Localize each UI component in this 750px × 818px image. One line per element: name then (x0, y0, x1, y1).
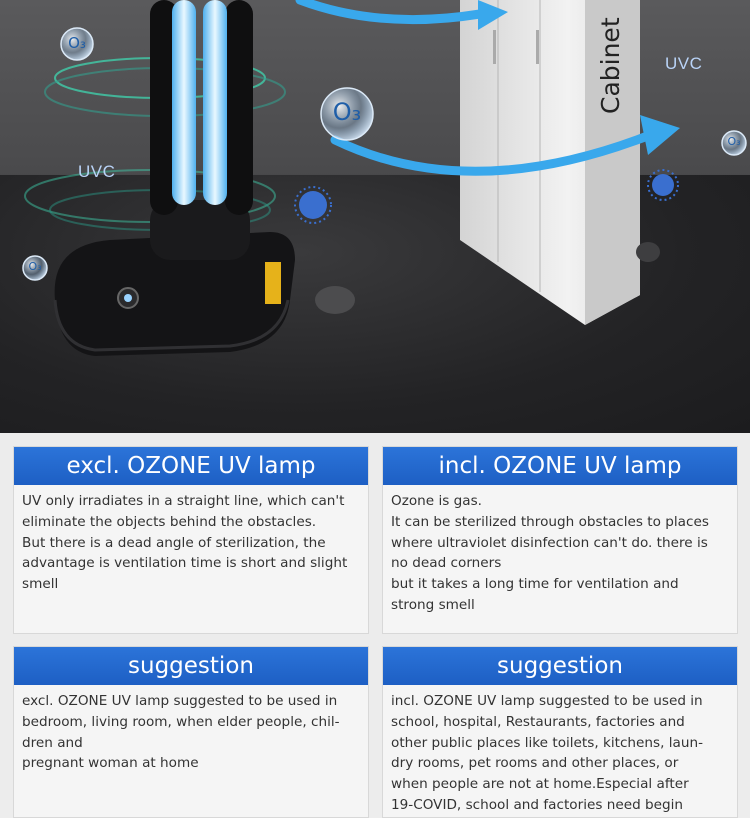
incl-ozone-card: incl. OZONE UV lamp Ozone is gas. It can… (382, 446, 738, 634)
product-hero-image: O₃ O₃ O₃ O₃ UVC UVC Cabinet (0, 0, 750, 433)
card-title: excl. OZONE UV lamp (14, 447, 368, 485)
uv-lamp (53, 0, 295, 356)
uvc-label-left: UVC (78, 162, 116, 181)
ozone-label-1: O₃ (68, 34, 86, 52)
card-text: incl. OZONE UV lamp suggested to be used… (391, 693, 703, 813)
excl-ozone-card: excl. OZONE UV lamp UV only irradiates i… (13, 446, 369, 634)
card-text: UV only irradiates in a straight line, w… (22, 493, 348, 593)
uvc-label-right: UVC (665, 54, 703, 73)
excl-ozone-suggestion-card: suggestion excl. OZONE UV lamp suggested… (13, 646, 369, 818)
ozone-label-2: O₃ (332, 98, 362, 126)
card-text: Ozone is gas. It can be sterilized throu… (391, 493, 709, 613)
card-title: suggestion (14, 647, 368, 685)
comparison-section: excl. OZONE UV lamp UV only irradiates i… (0, 433, 750, 818)
card-text: excl. OZONE UV lamp suggested to be used… (22, 693, 340, 772)
card-title: suggestion (383, 647, 737, 685)
ozone-label-3: O₃ (28, 260, 42, 273)
virus-icons (294, 169, 679, 314)
ozone-bubbles (22, 27, 747, 281)
card-title: incl. OZONE UV lamp (383, 447, 737, 485)
cabinet-label: Cabinet (596, 17, 625, 114)
ozone-arrows (295, 0, 655, 176)
hero-illustration (22, 0, 747, 356)
incl-ozone-suggestion-card: suggestion incl. OZONE UV lamp suggested… (382, 646, 738, 818)
ozone-label-4: O₃ (727, 135, 741, 148)
